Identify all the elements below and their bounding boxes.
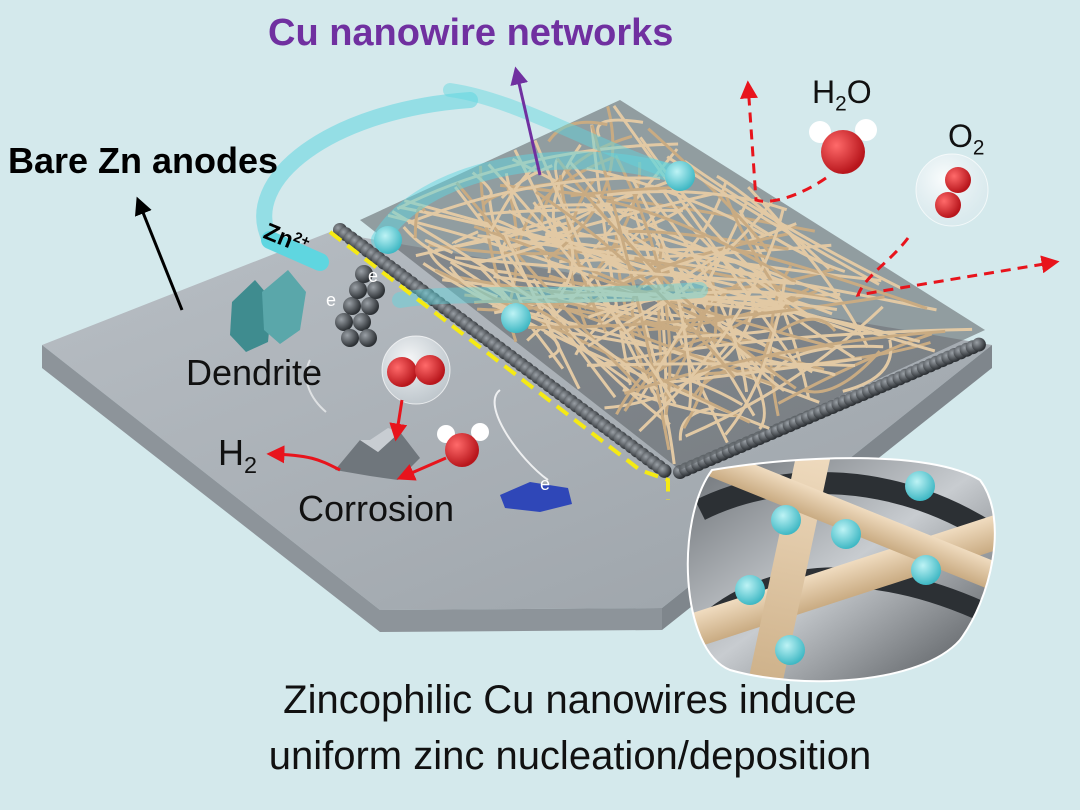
nanowire xyxy=(645,190,749,393)
nanowire xyxy=(454,256,795,285)
nanowire xyxy=(763,358,836,377)
nanowire xyxy=(724,276,787,436)
nanowire xyxy=(664,372,744,406)
nanowire xyxy=(556,157,797,390)
byproduct-flake xyxy=(500,482,572,512)
boundary-line xyxy=(328,230,670,500)
nanowire xyxy=(778,317,837,334)
nanowire xyxy=(500,232,544,253)
zinc-ion-flow xyxy=(256,83,708,333)
cu-nanowire-mat xyxy=(360,100,985,470)
cu-nanowire-networks-label: Cu nanowire networks xyxy=(268,12,674,54)
oxygen-bubble-right xyxy=(915,153,989,227)
nanowire xyxy=(842,339,893,393)
nanowire xyxy=(511,157,782,283)
hexagonal-dendrite-crystals xyxy=(230,270,306,352)
nanowire xyxy=(733,211,846,273)
nanowire xyxy=(655,357,862,386)
nanowire xyxy=(407,176,661,225)
nanowire xyxy=(587,273,837,350)
dendrite-label: Dendrite xyxy=(186,352,323,393)
electron-traces xyxy=(305,359,549,481)
nanowire xyxy=(451,230,479,245)
oxygen-bubble-left xyxy=(381,335,451,405)
zinc-ball xyxy=(971,337,986,352)
electron-label-top: e xyxy=(368,266,379,286)
oxygen-label: O2 xyxy=(948,118,985,160)
nanowire xyxy=(534,203,611,210)
nanowire xyxy=(673,328,771,339)
nanowire xyxy=(507,209,634,272)
nanowire xyxy=(528,295,885,329)
caption-line-1: Zincophilic Cu nanowires induce xyxy=(283,678,857,722)
nanowire xyxy=(769,344,884,376)
hydrogen-label: H2 xyxy=(218,432,258,479)
nanowire xyxy=(587,290,844,319)
nanowire xyxy=(587,285,690,348)
nanowire xyxy=(487,163,677,405)
nanowire xyxy=(503,234,581,390)
nanowire xyxy=(612,105,806,377)
caption-line-2: uniform zinc nucleation/deposition xyxy=(268,734,872,778)
nanowire xyxy=(647,127,772,255)
nanowire xyxy=(657,237,665,369)
reaction-arrows xyxy=(134,66,1060,481)
water-molecule-bottom xyxy=(437,423,489,467)
zoom-inset xyxy=(686,457,996,683)
nanowire xyxy=(477,208,683,217)
bare-zn-anodes-label: Bare Zn anodes xyxy=(8,140,279,181)
zinc-ball xyxy=(657,463,672,478)
water-molecule-top xyxy=(809,119,877,174)
nanowire xyxy=(672,279,693,409)
nanowire xyxy=(747,186,870,349)
nanowire xyxy=(476,220,585,265)
electron-label-left: e xyxy=(326,290,337,310)
nanowire xyxy=(621,198,775,337)
nanowire xyxy=(546,106,615,261)
electron-label-bottom: e xyxy=(540,474,551,494)
nanowire xyxy=(547,120,608,143)
nanowire xyxy=(402,226,509,274)
nanowire xyxy=(426,245,499,299)
corrosion-label: Corrosion xyxy=(298,488,455,529)
dendrite-stack xyxy=(335,265,385,347)
nanowire xyxy=(596,118,644,138)
nanowire xyxy=(605,199,797,284)
nanowire xyxy=(729,336,766,430)
nanowire xyxy=(685,305,884,438)
nanowire xyxy=(424,239,454,255)
nanowires xyxy=(387,105,973,465)
nanowire xyxy=(623,329,946,395)
nanowire xyxy=(738,266,812,318)
nanowire xyxy=(556,219,575,299)
water-label: H2O xyxy=(812,74,872,116)
nanowire xyxy=(583,232,789,310)
nanowire xyxy=(803,350,881,394)
nanowire xyxy=(615,336,710,415)
nanowire xyxy=(591,327,973,368)
nanowire xyxy=(606,189,788,212)
nanowire xyxy=(638,208,785,433)
nanowire xyxy=(716,174,831,270)
nanowire xyxy=(474,299,570,333)
